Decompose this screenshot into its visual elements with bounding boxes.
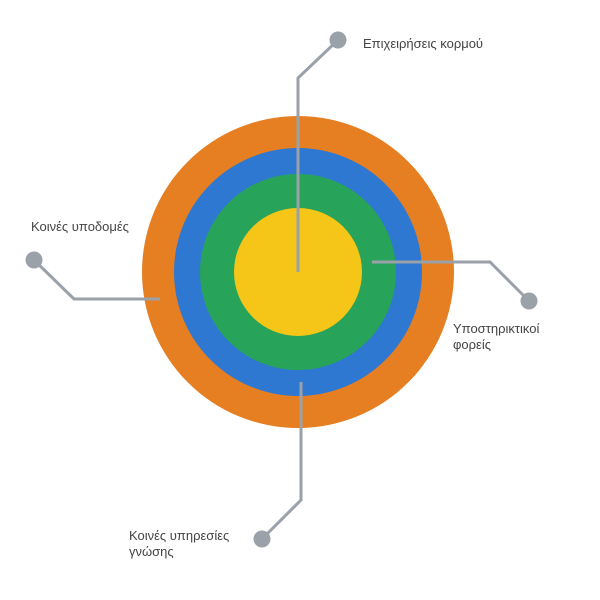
label-support-bodies-line-2: φορείς bbox=[453, 337, 491, 352]
connector-core-business bbox=[296, 38, 340, 272]
label-support-bodies-line-1: Υποστηρικτικοί bbox=[453, 321, 539, 336]
connector-dot-support-bodies bbox=[520, 292, 538, 310]
label-shared-knowledge-line-2: γνώσης bbox=[129, 544, 174, 559]
connector-shared-knowledge bbox=[260, 382, 303, 541]
label-shared-infrastructure: Κοινές υποδομές bbox=[31, 219, 129, 234]
connector-dot-shared-infrastructure bbox=[25, 251, 43, 269]
connector-support-bodies bbox=[372, 260, 531, 303]
label-core-business: Επιχειρήσεις κορμού bbox=[363, 36, 483, 51]
connector-dot-core-business bbox=[329, 31, 347, 49]
connector-shared-infrastructure bbox=[32, 258, 160, 301]
label-support-bodies: Υποστηρικτικοί φορείς bbox=[453, 321, 543, 352]
label-shared-knowledge: Κοινές υπηρεσίες γνώσης bbox=[129, 528, 233, 559]
connector-dot-shared-knowledge bbox=[253, 530, 271, 548]
label-shared-knowledge-line-1: Κοινές υπηρεσίες bbox=[129, 528, 229, 543]
